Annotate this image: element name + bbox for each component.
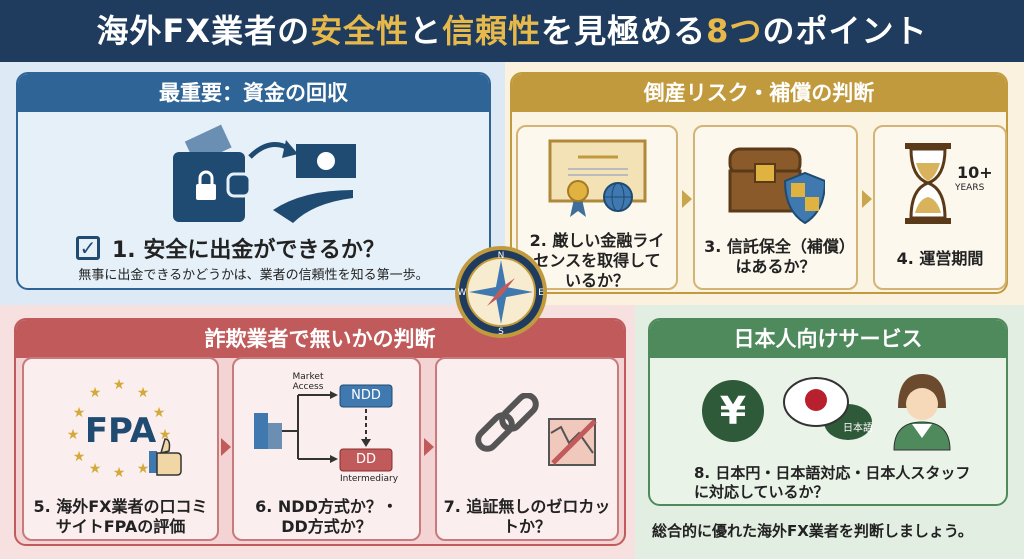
- svg-text:★: ★: [153, 405, 166, 421]
- treasure-chest-shield-icon: [728, 147, 825, 225]
- arrow-right-icon: [682, 190, 692, 208]
- compass-icon: N S E W: [455, 246, 547, 338]
- footer-conclusion: 総合的に優れた海外FX業者を判断しましょう。: [652, 522, 973, 540]
- point-1-label: 1. 安全に出金ができるか？: [112, 238, 385, 263]
- point-1: ✓ 1. 安全に出金ができるか？: [76, 232, 436, 264]
- staff-person-icon: [893, 374, 951, 451]
- title-text: のポイント: [762, 12, 928, 50]
- compass-w: W: [458, 288, 467, 298]
- svg-text:★: ★: [113, 465, 126, 477]
- fpa-logo-text: FPA: [84, 411, 157, 451]
- title-text: を見極める: [541, 12, 707, 50]
- intermediary-label: Intermediary: [340, 474, 399, 484]
- card-operation-period: 10+ YEARS 4. 運営期間: [873, 125, 1007, 290]
- compass-s: S: [498, 327, 504, 337]
- title-highlight-safety: 安全性: [310, 12, 410, 50]
- bankruptcy-header: 倒産リスク・補償の判断: [512, 74, 1006, 112]
- certificate-globe-icon: [548, 139, 647, 217]
- broken-chain-no-chart-icon: [475, 393, 597, 466]
- card-license: 2. 厳しい金融ライセンスを取得しているか？: [516, 125, 678, 290]
- bubble-japanese-text: 日本語: [843, 423, 873, 434]
- card-license-label: 2. 厳しい金融ライセンスを取得しているか？: [529, 231, 665, 290]
- years-number: 10+: [957, 163, 993, 182]
- page-title: 海外FX業者の安全性と信頼性を見極める8つのポイント: [0, 0, 1024, 62]
- title-text: と: [409, 12, 443, 50]
- svg-text:★: ★: [89, 461, 102, 477]
- card-zero-cut: 7. 追証無しのゼロカットか？: [435, 357, 619, 541]
- hourglass-icon: [905, 143, 951, 224]
- svg-text:★: ★: [89, 385, 102, 401]
- card-ndd-label: 6. NDD方式か？・DD方式か？: [255, 497, 398, 536]
- arrow-right-icon: [424, 438, 434, 456]
- svg-text:★: ★: [67, 427, 80, 443]
- arrow-right-icon: [221, 438, 231, 456]
- title-highlight-eight: 8つ: [706, 12, 763, 50]
- point-8-label: 8. 日本円・日本語対応・日本人スタッフに対応しているか？: [694, 464, 971, 501]
- withdrawal-header: 最重要：資金の回収: [18, 74, 489, 112]
- svg-text:★: ★: [73, 449, 86, 465]
- card-fpa: ★★★★★★★★★★★ FPA 5. 海外FX業者の口コミサイトFPAの評価: [22, 357, 219, 541]
- svg-text:★: ★: [137, 461, 150, 477]
- withdrawal-panel: 最重要：資金の回収 ✓ 1. 安全に出金ができるか？ 無事に出金できるかどうかは…: [16, 72, 491, 290]
- card-trust: 3. 信託保全（補償）はあるか？: [693, 125, 858, 290]
- svg-text:★: ★: [159, 427, 172, 443]
- japanese-panel: 日本人向けサービス ¥ 日本語 8. 日本円・日本語対応・日本人スタッフに対応し…: [648, 318, 1008, 506]
- years-unit: YEARS: [955, 183, 985, 193]
- svg-text:★: ★: [73, 405, 86, 421]
- card-fpa-label: 5. 海外FX業者の口コミサイトFPAの評価: [33, 497, 208, 536]
- card-ndd-dd: Market Access NDD DD Intermediary 6. NDD…: [232, 357, 421, 541]
- title-highlight-reliability: 信頼性: [442, 12, 542, 50]
- fpa-stars-thumbs-up-icon: ★★★★★★★★★★★: [67, 377, 182, 477]
- dd-box-label: DD: [355, 452, 377, 467]
- ndd-dd-flow-diagram: [254, 384, 393, 472]
- ndd-box-label: NDD: [351, 388, 381, 403]
- japanese-header: 日本人向けサービス: [650, 320, 1006, 358]
- title-text: 海外FX業者の: [96, 12, 311, 50]
- compass-n: N: [498, 251, 505, 261]
- svg-text:★: ★: [137, 385, 150, 401]
- card-zero-cut-label: 7. 追証無しのゼロカットか？: [443, 497, 611, 536]
- yen-icon: ¥: [702, 380, 764, 442]
- market-access-label: Market Access: [292, 372, 324, 392]
- card-trust-label: 3. 信託保全（補償）はあるか？: [704, 237, 847, 276]
- card-operation-label: 4. 運営期間: [896, 249, 984, 268]
- japanese-speech-bubble-icon: [783, 377, 872, 440]
- withdrawal-note: 無事に出金できるかどうかは、業者の信頼性を知る第一歩。: [78, 268, 429, 283]
- compass-e: E: [538, 288, 544, 298]
- checkbox-checked-icon: ✓: [76, 236, 100, 260]
- wallet-money-hand-icon: [173, 124, 356, 223]
- svg-text:★: ★: [113, 377, 126, 393]
- arrow-right-icon: [862, 190, 872, 208]
